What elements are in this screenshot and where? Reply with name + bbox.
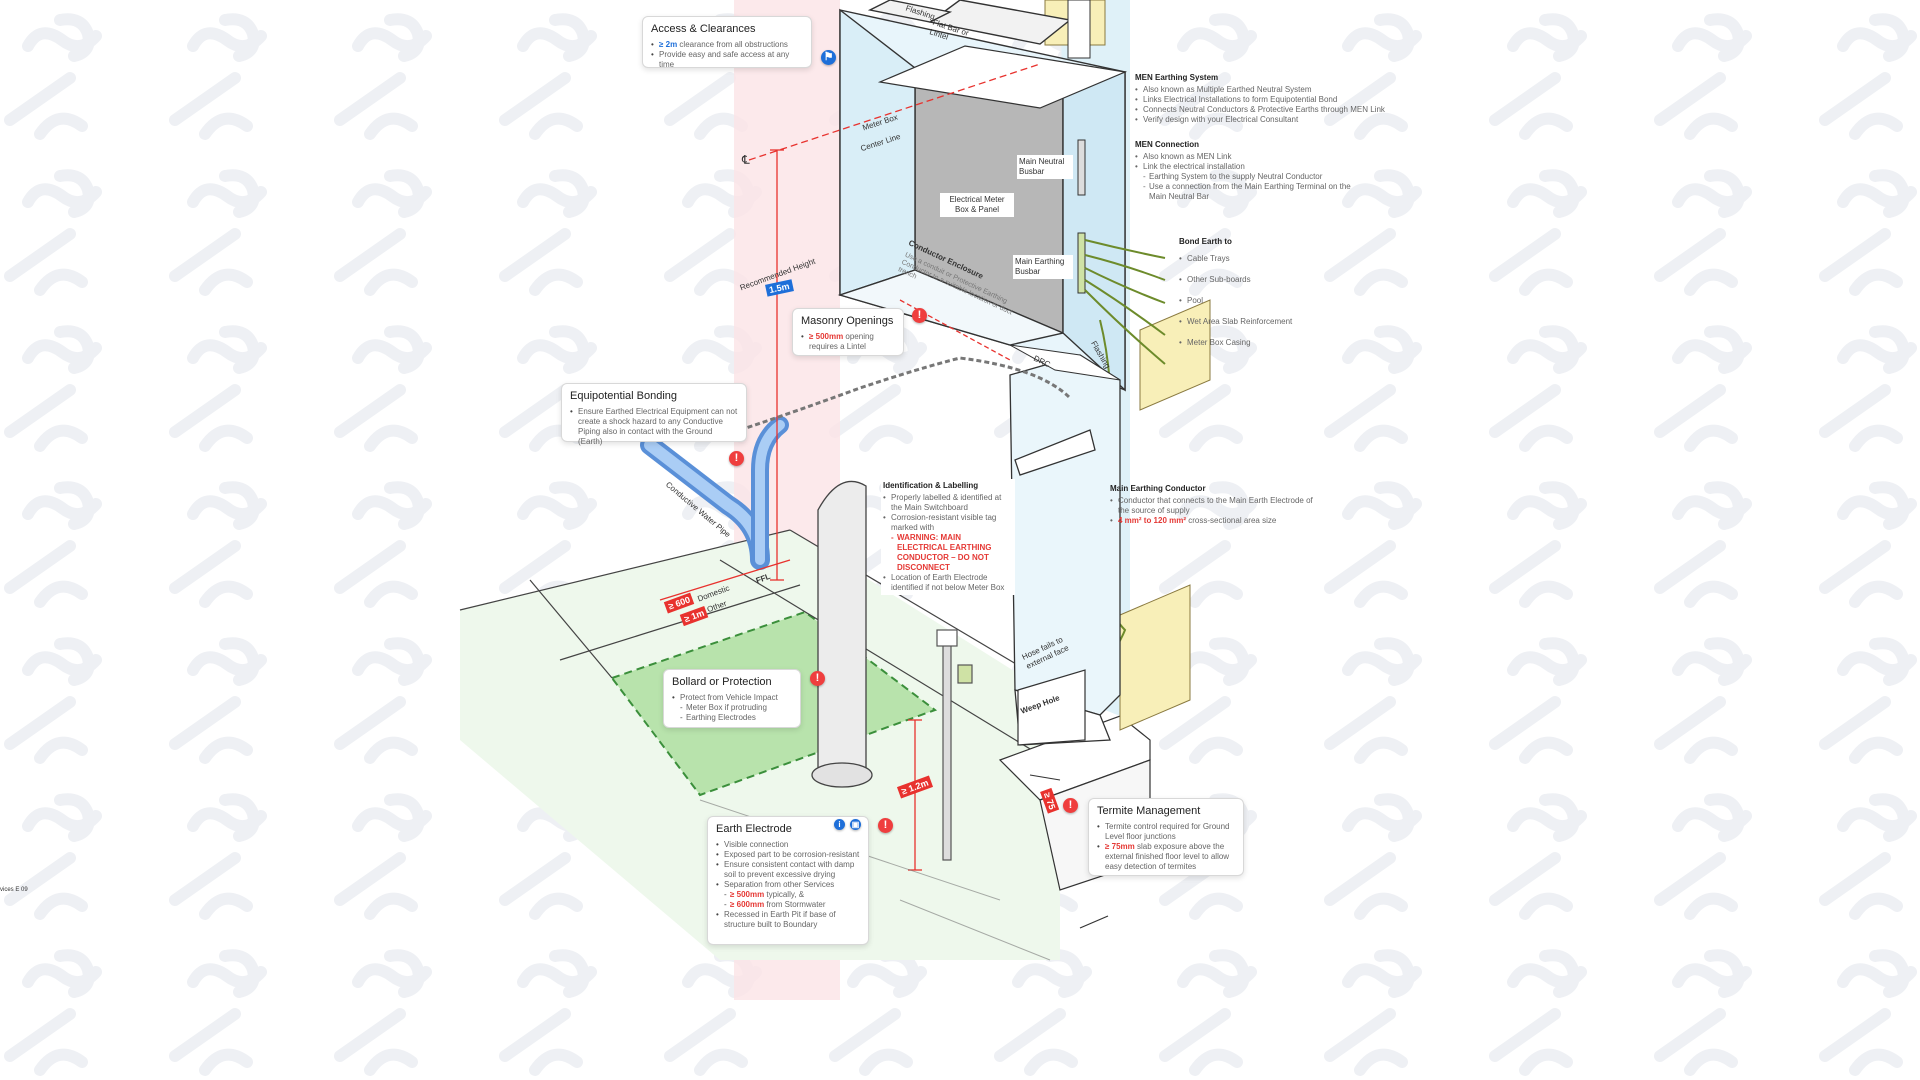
men-connection-block: MEN Connection Also known as MEN Link Li… [1135, 140, 1355, 202]
earth-electrode-card: Earth Electrode Visible connection Expos… [707, 816, 869, 945]
identification-item-1: Properly labelled & identified at the Ma… [883, 493, 1013, 513]
identification-item-3: Location of Earth Electrode identified i… [883, 573, 1013, 593]
bollard-warning-icon: ! [810, 671, 825, 686]
weep-hole-panel [1017, 669, 1086, 746]
earth-electrode-sub-1: ≥ 500mm typically, & [716, 890, 860, 900]
earth-electrode-rod [942, 639, 952, 861]
bonding-conductor [739, 356, 1072, 432]
main-earthing-conductor-title: Main Earthing Conductor [1110, 484, 1206, 493]
men-connection-item-1: Also known as MEN Link [1135, 152, 1355, 162]
access-clearances-title: Access & Clearances [651, 23, 756, 35]
earth-electrode-item-5: Recessed in Earth Pit if base of structu… [716, 910, 860, 930]
equipotential-bonding-title: Equipotential Bonding [570, 390, 678, 402]
equipotential-warning-icon: ! [729, 451, 744, 466]
bond-earth-item-5: Meter Box Casing [1179, 338, 1292, 348]
page-footer-label: vices E 09 [0, 887, 28, 893]
men-earthing-item-4: Verify design with your Electrical Consu… [1135, 115, 1395, 125]
main-earthing-conductor-item-2: 4 mm² to 120 mm² cross-sectional area si… [1110, 516, 1320, 526]
bond-earth-block: Bond Earth to [1179, 237, 1329, 247]
bond-earth-item-4: Wet Area Slab Reinforcement [1179, 317, 1292, 327]
termite-item-1: Termite control required for Ground Leve… [1097, 822, 1235, 842]
main-neutral-busbar [1077, 139, 1086, 196]
men-connection-sub-1: Earthing System to the supply Neutral Co… [1135, 172, 1355, 182]
men-earthing-item-3: Connects Neutral Conductors & Protective… [1135, 105, 1395, 115]
bollard-sub-2: Earthing Electrodes [672, 713, 792, 723]
main-earthing-conductor-block: Main Earthing Conductor Conductor that c… [1110, 484, 1320, 526]
bollard-item-1: Protect from Vehicle Impact [672, 693, 792, 703]
main-neutral-busbar-label: Main Neutral Busbar [1017, 155, 1073, 179]
masonry-warning-icon: ! [912, 308, 927, 323]
bond-earth-list: Cable Trays Other Sub-boards Pool Wet Ar… [1179, 254, 1292, 348]
bollard [817, 480, 867, 779]
earth-electrode-image-icon: ▣ [850, 819, 861, 830]
bollard-sub-1: Meter Box if protruding [672, 703, 792, 713]
access-item-2: Provide easy and safe access at any time [651, 50, 803, 70]
bollard-title: Bollard or Protection [672, 676, 772, 688]
bond-earth-title: Bond Earth to [1179, 237, 1232, 246]
termite-warning-icon: ! [1063, 798, 1078, 813]
masonry-openings-title: Masonry Openings [801, 315, 894, 327]
main-earthing-busbar [1077, 232, 1086, 294]
men-earthing-system-block: MEN Earthing System Also known as Multip… [1135, 73, 1395, 125]
masonry-openings-card: Masonry Openings ≥ 500mm opening require… [792, 308, 904, 356]
men-earthing-item-1: Also known as Multiple Earthed Neutral S… [1135, 85, 1395, 95]
equipotential-bonding-card: Equipotential Bonding Ensure Earthed Ele… [561, 383, 747, 446]
bond-earth-item-1: Cable Trays [1179, 254, 1292, 264]
men-earthing-item-2: Links Electrical Installations to form E… [1135, 95, 1395, 105]
identification-labelling-block: Identification & Labelling Properly labe… [881, 479, 1015, 595]
men-connection-sub-2: Use a connection from the Main Earthing … [1135, 182, 1355, 202]
earth-electrode-item-3: Ensure consistent contact with damp soil… [716, 860, 860, 880]
termite-management-card: Termite Management Termite control requi… [1088, 798, 1244, 876]
access-item-1: ≥ 2m clearance from all obstructions [651, 40, 803, 50]
earth-electrode-item-1: Visible connection [716, 840, 860, 850]
men-connection-item-2: Link the electrical installation [1135, 162, 1355, 172]
identification-item-2: Corrosion-resistant visible tag marked w… [883, 513, 1013, 533]
men-connection-title: MEN Connection [1135, 140, 1199, 149]
earth-electrode-sub-2: ≥ 600mm from Stormwater [716, 900, 860, 910]
cl-symbol: ℄ [742, 153, 750, 167]
termite-item-2: ≥ 75mm slab exposure above the external … [1097, 842, 1235, 872]
earth-electrode-warning-icon: ! [878, 818, 893, 833]
main-earthing-busbar-label: Main Earthing Busbar [1013, 255, 1073, 279]
earth-electrode-title: Earth Electrode [716, 823, 792, 835]
access-clearances-card: Access & Clearances ≥ 2m clearance from … [642, 16, 812, 70]
equipotential-item-1: Ensure Earthed Electrical Equipment can … [570, 407, 738, 447]
bond-earth-item-2: Other Sub-boards [1179, 275, 1292, 285]
earth-electrode-info-icon: i [834, 819, 845, 830]
access-warning-icon: ⚑ [821, 50, 836, 65]
electrical-meter-box-label: Electrical Meter Box & Panel [940, 193, 1014, 217]
earth-electrode-item-2: Exposed part to be corrosion-resistant [716, 850, 860, 860]
identification-title: Identification & Labelling [883, 481, 979, 490]
identification-warning-text: WARNING: MAIN ELECTRICAL EARTHING CONDUC… [883, 533, 1013, 573]
termite-title: Termite Management [1097, 805, 1201, 817]
main-earthing-conductor-item-1: Conductor that connects to the Main Eart… [1110, 496, 1320, 516]
bond-earth-item-3: Pool [1179, 296, 1292, 306]
men-earthing-title: MEN Earthing System [1135, 73, 1219, 82]
bollard-protection-card: Bollard or Protection Protect from Vehic… [663, 669, 801, 728]
masonry-item-1: ≥ 500mm opening requires a Lintel [801, 332, 895, 352]
earth-electrode-item-4: Separation from other Services [716, 880, 860, 890]
